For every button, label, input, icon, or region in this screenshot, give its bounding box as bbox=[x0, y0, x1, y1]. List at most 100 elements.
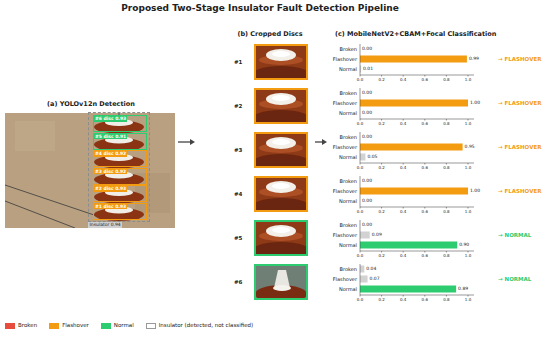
disc-thumbnail bbox=[256, 134, 306, 166]
tick-mark bbox=[446, 163, 447, 165]
tick-label: 0.4 bbox=[397, 297, 409, 302]
probability-bar bbox=[360, 100, 468, 107]
category-label: Flashover bbox=[322, 276, 357, 282]
tick-mark bbox=[424, 207, 425, 209]
axis-line bbox=[360, 75, 474, 76]
probability-bar bbox=[360, 188, 468, 195]
value-label: 0.89 bbox=[458, 286, 468, 292]
result-label: → NORMAL bbox=[498, 232, 531, 238]
axis-line bbox=[360, 295, 474, 296]
axis-line bbox=[360, 132, 361, 163]
tick-mark bbox=[424, 251, 425, 253]
tick-mark bbox=[360, 251, 361, 253]
legend-swatch bbox=[49, 323, 59, 329]
value-label: 0.09 bbox=[372, 232, 382, 238]
tick-mark bbox=[446, 295, 447, 297]
probability-bar bbox=[360, 242, 457, 249]
tick-label: 0.8 bbox=[440, 209, 452, 214]
tick-label: 0.2 bbox=[376, 121, 388, 126]
value-label: 0.05 bbox=[367, 154, 377, 160]
category-label: Broken bbox=[322, 266, 357, 272]
tick-label: 1.0 bbox=[462, 209, 474, 214]
crop-box: #2 bbox=[254, 88, 308, 124]
tick-mark bbox=[403, 119, 404, 121]
tick-label: 1.0 bbox=[462, 121, 474, 126]
tick-label: 0.2 bbox=[376, 253, 388, 258]
tick-mark bbox=[446, 75, 447, 77]
disc-thumbnail bbox=[256, 178, 306, 210]
category-label: Normal bbox=[322, 66, 357, 72]
crop-box: #6 bbox=[254, 264, 308, 300]
insulator-box: Insulator 0.94#6 disc 0.93#5 disc 0.91#4… bbox=[88, 112, 150, 222]
probability-bar bbox=[360, 144, 463, 151]
axis-line bbox=[360, 44, 361, 75]
category-label: Flashover bbox=[322, 100, 357, 106]
tick-label: 0.0 bbox=[354, 165, 366, 170]
callout-number: #3 bbox=[234, 147, 242, 154]
tick-mark bbox=[468, 207, 469, 209]
category-label: Normal bbox=[322, 198, 357, 204]
value-label: 0.01 bbox=[363, 66, 373, 72]
flow-arrow bbox=[315, 139, 327, 145]
tick-mark bbox=[424, 163, 425, 165]
value-label: 1.00 bbox=[470, 188, 480, 194]
probability-bar bbox=[360, 276, 368, 283]
category-label: Normal bbox=[322, 286, 357, 292]
tick-label: 0.4 bbox=[397, 165, 409, 170]
box-label: #4 disc 0.92 bbox=[94, 151, 127, 157]
crop-box: #1 bbox=[254, 44, 308, 80]
result-label: → FLASHOVER bbox=[498, 56, 541, 62]
category-label: Broken bbox=[322, 90, 357, 96]
tick-label: 0.6 bbox=[419, 121, 431, 126]
tick-label: 0.6 bbox=[419, 77, 431, 82]
value-label: 0.04 bbox=[366, 266, 376, 272]
category-label: Flashover bbox=[322, 232, 357, 238]
value-label: 0.00 bbox=[362, 110, 372, 116]
disc-box: #5 disc 0.91 bbox=[93, 133, 147, 150]
tick-mark bbox=[381, 119, 382, 121]
legend-text: Normal bbox=[114, 322, 134, 329]
tick-mark bbox=[360, 295, 361, 297]
legend-text: Flashover bbox=[62, 322, 89, 329]
tick-mark bbox=[403, 75, 404, 77]
legend-swatch bbox=[5, 323, 15, 329]
result-label: → FLASHOVER bbox=[498, 100, 541, 106]
tick-label: 0.6 bbox=[419, 165, 431, 170]
value-label: 0.00 bbox=[362, 134, 372, 140]
crop-box: #4 bbox=[254, 176, 308, 212]
value-label: 0.90 bbox=[459, 242, 469, 248]
category-label: Normal bbox=[322, 242, 357, 248]
disc-box: #6 disc 0.93 bbox=[93, 115, 147, 132]
arrow-shaft bbox=[315, 141, 322, 142]
probability-bar bbox=[360, 232, 370, 239]
result-label: → FLASHOVER bbox=[498, 144, 541, 150]
tick-mark bbox=[403, 207, 404, 209]
tick-label: 0.0 bbox=[354, 209, 366, 214]
value-label: 1.00 bbox=[470, 100, 480, 106]
panel-title: (b) Cropped Discs bbox=[226, 30, 314, 38]
value-label: 0.00 bbox=[362, 90, 372, 96]
axis-line bbox=[360, 176, 361, 207]
category-label: Broken bbox=[322, 178, 357, 184]
result-label: → NORMAL bbox=[498, 276, 531, 282]
tick-label: 1.0 bbox=[462, 77, 474, 82]
result-label: → FLASHOVER bbox=[498, 188, 541, 194]
tick-label: 0.4 bbox=[397, 209, 409, 214]
disc-thumbnail bbox=[256, 222, 306, 254]
callout-number: #1 bbox=[234, 59, 242, 66]
tick-mark bbox=[468, 251, 469, 253]
tick-mark bbox=[424, 119, 425, 121]
tick-mark bbox=[360, 163, 361, 165]
box-label: #2 disc 0.93 bbox=[94, 186, 127, 192]
tick-mark bbox=[424, 295, 425, 297]
value-label: 0.99 bbox=[469, 56, 479, 62]
axis-line bbox=[360, 220, 361, 251]
tick-label: 0.0 bbox=[354, 121, 366, 126]
tick-mark bbox=[403, 163, 404, 165]
legend-text: Broken bbox=[18, 322, 37, 329]
callout-number: #5 bbox=[234, 235, 242, 242]
tick-label: 0.6 bbox=[419, 209, 431, 214]
legend-text: Insulator (detected, not classified) bbox=[159, 322, 253, 329]
tick-mark bbox=[381, 207, 382, 209]
tick-label: 0.6 bbox=[419, 253, 431, 258]
